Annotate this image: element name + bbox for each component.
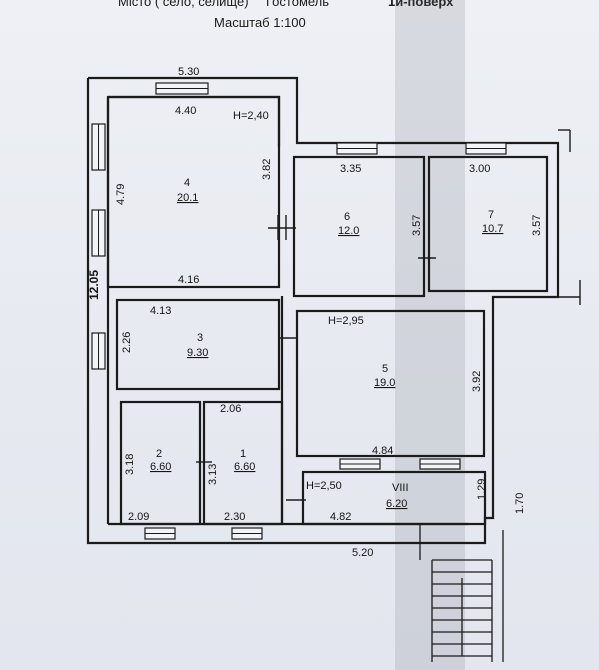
interior-walls [106,95,549,526]
room-1-number: 1 [240,448,246,460]
room-7-area: 10.7 [482,223,503,235]
room-viii-area: 6.20 [386,498,407,510]
window-left-2 [91,209,106,257]
scan-smudge [395,0,465,670]
height-main: H=2,40 [233,110,269,122]
dim-r7-top: 3.00 [469,163,490,175]
height-hall: H=2,50 [306,480,342,492]
dim-r4-bottom: 4.16 [178,274,199,286]
room-2-outline [119,400,202,526]
door-marks [196,215,436,501]
window-room6 [336,142,378,155]
height-room5: H=2,95 [328,315,364,327]
windows [91,82,507,540]
room-3-outline [115,298,281,391]
room-6-area: 12.0 [338,225,359,237]
room-1-area: 6.60 [234,461,255,473]
floor-label: 1й-поверх [388,0,454,9]
dim-top-width: 5.30 [178,66,199,78]
room-5-area: 19.0 [374,377,395,389]
window-left-1 [91,123,106,171]
dim-r7-right: 3.57 [531,215,543,236]
room-4-area: 20.1 [177,192,198,204]
dim-r8-bottom: 4.82 [330,511,351,523]
staircase [419,524,504,662]
room-4-outline [106,95,281,289]
dim-r8-right: 1.29 [476,479,488,500]
window-room5-bottom-2 [419,458,461,470]
dim-bottom-width: 5.20 [352,547,373,559]
dim-r1-top: 2.06 [220,403,241,415]
dim-r5-right: 3.92 [471,371,483,392]
window-room7 [465,142,507,155]
scale-label: Масштаб 1:100 [214,15,306,30]
dim-r4-right: 3.82 [261,159,273,180]
room-6-number: 6 [344,211,350,223]
window-top [155,82,209,95]
room-viii-number: VIII [392,482,409,494]
room-4-number: 4 [184,177,190,189]
dim-left-height: 12.05 [87,270,101,300]
dim-r6-right: 3.57 [411,215,423,236]
room-5-number: 5 [382,363,388,375]
dim-r1-left: 3.13 [207,464,219,485]
room-7-number: 7 [488,209,494,221]
dim-r4-left: 4.79 [115,184,127,205]
window-left-3 [91,332,106,370]
dim-stair-height: 1.70 [514,493,526,514]
location-value: Гостомель [266,0,330,9]
dim-r1-bottom: 2.30 [224,511,245,523]
room-5-outline [295,309,486,458]
room-2-number: 2 [156,448,162,460]
room-viii-outline [301,470,487,526]
dim-r5-bottom: 4.84 [372,445,393,457]
room-2-area: 6.60 [150,461,171,473]
dim-r2-bottom: 2.09 [128,511,149,523]
dim-r4-top: 4.40 [175,105,196,117]
dim-r3-left: 2.26 [121,332,133,353]
dim-r6-top: 3.35 [340,163,361,175]
window-bottom-1 [144,527,176,540]
window-bottom-2 [231,527,263,540]
room-7-outline [427,155,549,293]
room-6-outline [292,155,426,298]
dim-r3-top: 4.13 [150,305,171,317]
window-room5-bottom [339,458,381,470]
location-label: Місто ( село, селище) [118,0,249,9]
dim-r2-left: 3.18 [124,454,136,475]
room-3-area: 9.30 [187,347,208,359]
room-3-number: 3 [197,332,203,344]
